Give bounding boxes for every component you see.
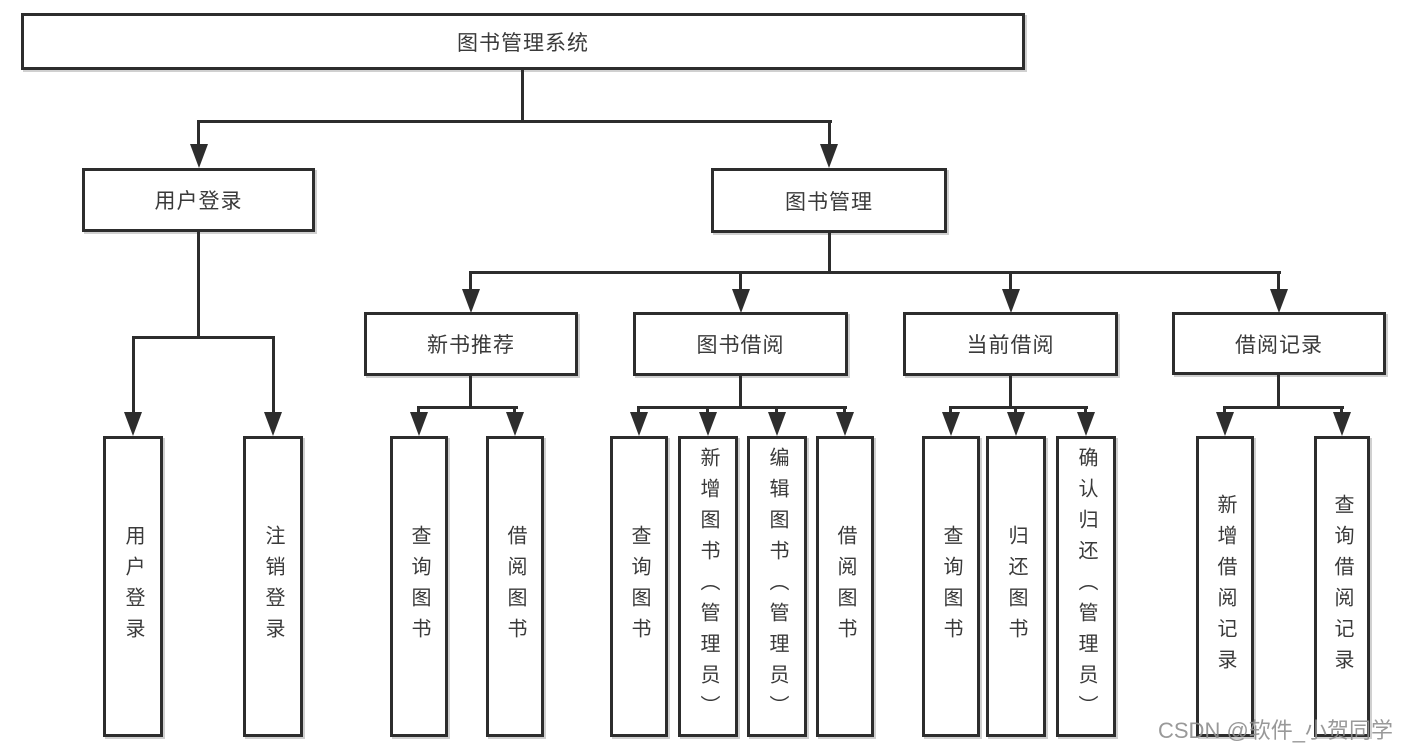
leaf-user-login: 用户登录 xyxy=(103,436,163,737)
leaf-add-borrow-record: 新增借阅记录 xyxy=(1196,436,1254,737)
arrow-down-icon xyxy=(462,289,480,313)
connector-line xyxy=(1223,406,1344,409)
arrow-down-icon xyxy=(1077,412,1095,436)
arrow-down-icon xyxy=(942,412,960,436)
leaf-add-books-admin: 新增图书（管理员） xyxy=(678,436,738,737)
node-label: 新增图书（管理员） xyxy=(697,447,719,726)
leaf-logout: 注销登录 xyxy=(243,436,303,737)
arrow-down-icon xyxy=(1002,289,1020,313)
connector-line xyxy=(1277,375,1280,409)
leaf-edit-books-admin: 编辑图书（管理员） xyxy=(747,436,807,737)
arrow-down-icon xyxy=(506,412,524,436)
node-label: 新增借阅记录 xyxy=(1214,493,1236,680)
connector-line xyxy=(637,406,847,409)
arrow-down-icon xyxy=(630,412,648,436)
node-label: 借阅图书 xyxy=(834,524,856,649)
node-new-book-recommendation: 新书推荐 xyxy=(364,312,578,376)
arrow-down-icon xyxy=(124,412,142,436)
connector-line xyxy=(739,271,742,291)
node-label: 查询图书 xyxy=(940,524,962,649)
node-label: 编辑图书（管理员） xyxy=(766,447,788,726)
leaf-confirm-return-admin: 确认归还（管理员） xyxy=(1056,436,1116,737)
leaf-recommend-borrow-books: 借阅图书 xyxy=(486,436,544,737)
connector-line xyxy=(197,120,200,146)
node-label: 借阅图书 xyxy=(504,524,526,649)
node-label: 用户登录 xyxy=(122,524,144,649)
connector-line xyxy=(1009,376,1012,409)
connector-line xyxy=(521,70,524,123)
node-label: 查询图书 xyxy=(408,524,430,649)
leaf-current-query-books: 查询图书 xyxy=(922,436,980,737)
arrow-down-icon xyxy=(410,412,428,436)
connector-line xyxy=(198,120,832,123)
node-label: 图书管理 xyxy=(785,190,873,214)
node-user-login: 用户登录 xyxy=(82,168,315,232)
arrow-down-icon xyxy=(264,412,282,436)
node-book-management: 图书管理 xyxy=(711,168,947,233)
arrow-down-icon xyxy=(768,412,786,436)
node-label: 确认归还（管理员） xyxy=(1075,447,1097,726)
connector-line xyxy=(469,271,472,291)
arrow-down-icon xyxy=(190,144,208,168)
leaf-borrow-books: 借阅图书 xyxy=(816,436,874,737)
connector-line xyxy=(469,376,472,409)
arrow-down-icon xyxy=(1007,412,1025,436)
connector-line xyxy=(949,406,1088,409)
connector-line xyxy=(132,336,135,416)
arrow-down-icon xyxy=(836,412,854,436)
connector-line xyxy=(272,336,275,416)
node-book-borrowing: 图书借阅 xyxy=(633,312,848,376)
arrow-down-icon xyxy=(732,289,750,313)
leaf-return-books: 归还图书 xyxy=(986,436,1046,737)
node-label: 查询图书 xyxy=(628,524,650,649)
node-label: 借阅记录 xyxy=(1235,333,1323,357)
connector-line xyxy=(1277,271,1280,291)
connector-line xyxy=(1009,271,1012,291)
node-label: 图书借阅 xyxy=(696,334,785,357)
connector-line xyxy=(828,233,831,274)
arrow-down-icon xyxy=(1216,412,1234,436)
leaf-query-borrow-record: 查询借阅记录 xyxy=(1314,436,1370,737)
leaf-borrowing-query-books: 查询图书 xyxy=(610,436,668,737)
connector-line xyxy=(739,376,742,409)
watermark-text: CSDN @软件_小贺同学 xyxy=(1158,718,1394,743)
connector-line xyxy=(469,271,1281,274)
node-label: 用户登录 xyxy=(154,190,243,213)
node-label: 归还图书 xyxy=(1005,524,1027,649)
node-label: 查询借阅记录 xyxy=(1331,493,1353,680)
node-label: 注销登录 xyxy=(262,524,284,649)
node-borrowing-records: 借阅记录 xyxy=(1172,312,1386,375)
arrow-down-icon xyxy=(820,144,838,168)
arrow-down-icon xyxy=(1270,289,1288,313)
node-label: 新书推荐 xyxy=(427,334,515,357)
connector-line xyxy=(828,120,831,146)
connector-line xyxy=(417,406,518,409)
connector-line xyxy=(132,336,275,339)
leaf-recommend-query-books: 查询图书 xyxy=(390,436,448,737)
arrow-down-icon xyxy=(1333,412,1351,436)
arrow-down-icon xyxy=(699,412,717,436)
node-label: 当前借阅 xyxy=(966,334,1055,357)
node-library-management-system: 图书管理系统 xyxy=(21,13,1025,70)
connector-line xyxy=(197,232,200,339)
node-current-borrowing: 当前借阅 xyxy=(903,312,1118,376)
node-label: 图书管理系统 xyxy=(457,31,589,55)
